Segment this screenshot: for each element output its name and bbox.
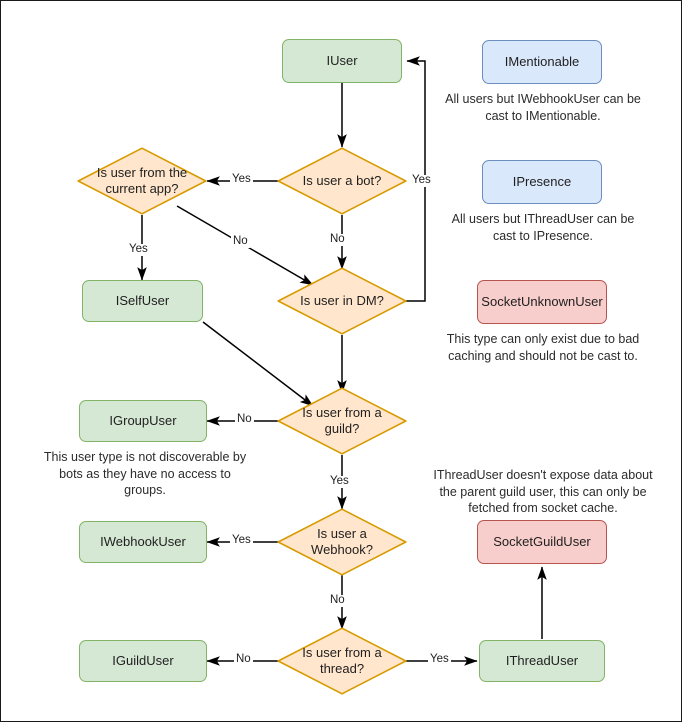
node-iwebhookuser-label: IWebhookUser <box>100 533 186 549</box>
diamond-shape <box>277 627 407 695</box>
diamond-shape <box>277 147 407 215</box>
note-socketguilduser: IThreadUser doesn't expose data about th… <box>433 468 653 515</box>
node-imentionable[interactable]: IMentionable <box>482 40 602 84</box>
node-is-user-a-bot[interactable]: Is user a bot? <box>277 147 407 215</box>
diamond-shape <box>277 387 407 455</box>
edge-label-webhook-no: No <box>328 594 347 607</box>
node-is-from-current-app-label: Is user from the current app? <box>96 164 188 196</box>
node-iuser[interactable]: IUser <box>282 39 402 83</box>
edge-label-thread-no: No <box>234 653 253 666</box>
edge-label-guild-yes: Yes <box>328 475 351 488</box>
node-iguilduser[interactable]: IGuildUser <box>79 640 207 682</box>
edge-label-thread-yes: Yes <box>428 653 451 666</box>
node-is-user-in-dm[interactable]: Is user in DM? <box>277 267 407 335</box>
node-is-from-thread-label: Is user from a thread? <box>302 644 382 676</box>
edge-label-app-no: No <box>231 235 250 248</box>
node-is-from-guild[interactable]: Is user from a guild? <box>277 387 407 455</box>
node-iselfuser[interactable]: ISelfUser <box>82 280 203 322</box>
node-socketguilduser[interactable]: SocketGuildUser <box>477 520 607 564</box>
node-is-user-webhook[interactable]: Is user a Webhook? <box>277 508 407 576</box>
note-ipresence: All users but IThreadUser can be cast to… <box>451 212 635 243</box>
node-is-from-guild-label: Is user from a guild? <box>302 404 382 436</box>
note-igroupuser: This user type is not discoverable by bo… <box>43 450 247 497</box>
diamond-shape <box>77 147 207 215</box>
node-is-user-in-dm-label: Is user in DM? <box>300 292 384 308</box>
node-ipresence-label: IPresence <box>512 173 572 189</box>
node-is-user-a-bot-label: Is user a bot? <box>302 172 382 188</box>
node-socketunknownuser[interactable]: SocketUnknownUser <box>477 280 607 324</box>
node-ipresence[interactable]: IPresence <box>482 160 602 204</box>
edge-label-dm-yes: Yes <box>410 174 433 187</box>
node-iwebhookuser[interactable]: IWebhookUser <box>79 521 207 563</box>
node-is-from-current-app[interactable]: Is user from the current app? <box>77 147 207 215</box>
node-socketunknownuser-label: SocketUnknownUser <box>481 293 603 309</box>
node-iselfuser-label: ISelfUser <box>115 292 170 308</box>
node-iguilduser-label: IGuildUser <box>112 652 174 668</box>
note-imentionable: All users but IWebhookUser can be cast t… <box>445 92 641 123</box>
node-is-from-thread[interactable]: Is user from a thread? <box>277 627 407 695</box>
node-socketguilduser-label: SocketGuildUser <box>493 533 591 549</box>
node-igroupuser-label: IGroupUser <box>109 412 177 428</box>
node-ithreaduser[interactable]: IThreadUser <box>479 640 605 682</box>
edge-label-bot-no: No <box>328 233 347 246</box>
node-ithreaduser-label: IThreadUser <box>505 652 579 668</box>
edge-label-bot-yes: Yes <box>230 173 253 186</box>
diamond-shape <box>277 267 407 335</box>
diamond-shape <box>277 508 407 576</box>
node-iuser-label: IUser <box>326 52 358 68</box>
edge-label-guild-no: No <box>235 413 254 426</box>
node-imentionable-label: IMentionable <box>504 53 580 69</box>
note-socketunknownuser: This type can only exist due to bad cach… <box>446 332 640 363</box>
edge-label-webhook-yes: Yes <box>230 534 253 547</box>
node-igroupuser[interactable]: IGroupUser <box>79 400 207 442</box>
node-is-user-webhook-label: Is user a Webhook? <box>311 525 373 557</box>
edge-label-app-yes: Yes <box>127 243 150 256</box>
